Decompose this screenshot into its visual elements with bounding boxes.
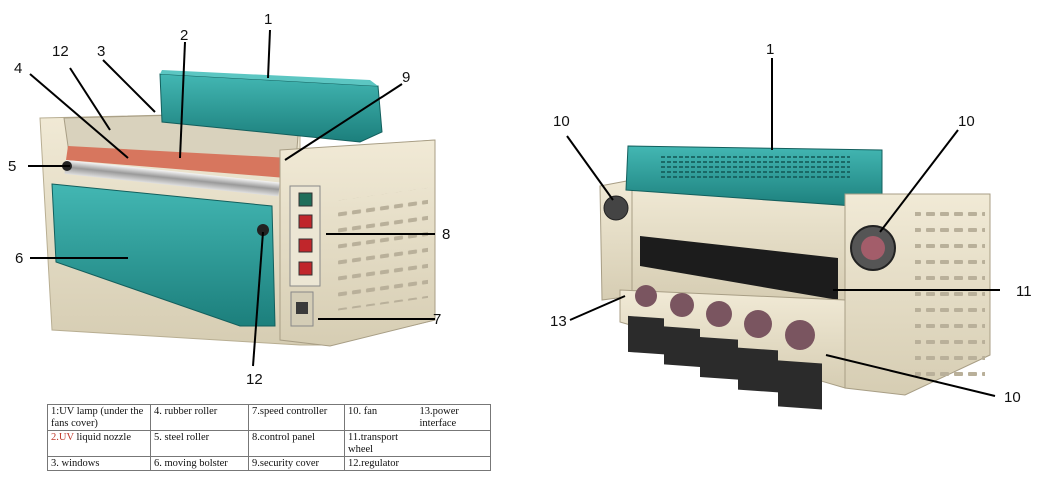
fan-blade xyxy=(635,285,657,307)
fan-icon xyxy=(628,315,664,355)
legend-text: 2. xyxy=(51,432,59,443)
legend-cell: 7.speed controller xyxy=(248,404,345,431)
legend-row: 3. windows 6. moving bolster 9.security … xyxy=(47,456,491,471)
callout-12-top: 12 xyxy=(52,43,69,60)
callout-lines xyxy=(28,29,1000,397)
fan-blade xyxy=(785,320,815,350)
legend-row: 2.UV liquid nozzle 5. steel roller 8.con… xyxy=(47,430,491,457)
fan-hub xyxy=(861,236,885,260)
callout-1: 1 xyxy=(264,11,272,28)
control-panel-button-4 xyxy=(298,261,313,276)
control-panel-button-1 xyxy=(298,192,313,207)
legend-cell xyxy=(416,430,491,457)
front-view-machine xyxy=(39,70,436,347)
callout-9: 9 xyxy=(402,69,410,86)
legend-cell: 8.control panel xyxy=(248,430,345,457)
callout-8: 8 xyxy=(442,226,450,243)
callout-6: 6 xyxy=(15,250,23,267)
legend-highlight: UV xyxy=(58,432,74,443)
legend-cell: 10. fan xyxy=(344,404,417,431)
callout-3: 3 xyxy=(97,43,105,60)
callout-11: 11 xyxy=(1016,283,1032,300)
fan-icon xyxy=(700,336,738,380)
side-vents xyxy=(338,187,428,311)
transport-wheel xyxy=(640,236,838,300)
fan-icon xyxy=(664,326,700,367)
control-panel-button-2 xyxy=(298,214,313,229)
parts-legend-table: 1:UV lamp (under the fans cover) 4. rubb… xyxy=(47,404,491,471)
speed-controller-knob xyxy=(296,302,308,314)
callout-7: 7 xyxy=(433,311,441,328)
legend-row: 1:UV lamp (under the fans cover) 4. rubb… xyxy=(47,404,491,431)
moving-bolster xyxy=(51,183,276,327)
callout-10-bottom: 10 xyxy=(1004,389,1021,406)
legend-cell: 9.security cover xyxy=(248,456,345,471)
callout-2: 2 xyxy=(180,27,188,44)
legend-cell: 6. moving bolster xyxy=(150,456,249,471)
rear-side-vents xyxy=(915,210,985,380)
fan-blade xyxy=(706,301,732,327)
callout-1-rear: 1 xyxy=(766,41,774,58)
callout-5: 5 xyxy=(8,158,16,175)
control-panel-button-3 xyxy=(298,238,313,253)
legend-cell: 13.power interface xyxy=(416,404,491,431)
callout-13: 13 xyxy=(550,313,567,330)
legend-cell: 5. steel roller xyxy=(150,430,249,457)
legend-cell: 3. windows xyxy=(47,456,151,471)
legend-cell: 1:UV lamp (under the fans cover) xyxy=(47,404,151,431)
callout-numbers: 1 2 3 4 5 6 7 8 9 12 12 1 10 10 10 11 13 xyxy=(8,11,1032,406)
steel-roller xyxy=(64,160,280,197)
uv-cover-grill xyxy=(660,156,850,180)
legend-cell: 12.regulator xyxy=(344,456,417,471)
callout-4: 4 xyxy=(14,60,22,77)
legend-text: liquid nozzle xyxy=(73,432,132,443)
fan-icon xyxy=(603,195,629,221)
fan-icon xyxy=(778,360,822,410)
legend-cell xyxy=(416,456,491,471)
legend-cell: 4. rubber roller xyxy=(150,404,249,431)
callout-10-right: 10 xyxy=(958,113,975,130)
callout-10-left: 10 xyxy=(553,113,570,130)
callout-12-bottom: 12 xyxy=(246,371,263,388)
fan-icon xyxy=(738,347,778,393)
legend-cell: 2.UV liquid nozzle xyxy=(47,430,151,457)
fan-row xyxy=(628,285,822,410)
fan-blade xyxy=(670,293,694,317)
regulator-knob xyxy=(257,224,269,236)
rear-view-machine xyxy=(599,145,991,410)
legend-cell: 11.transport wheel xyxy=(344,430,417,457)
fan-blade xyxy=(744,310,772,338)
